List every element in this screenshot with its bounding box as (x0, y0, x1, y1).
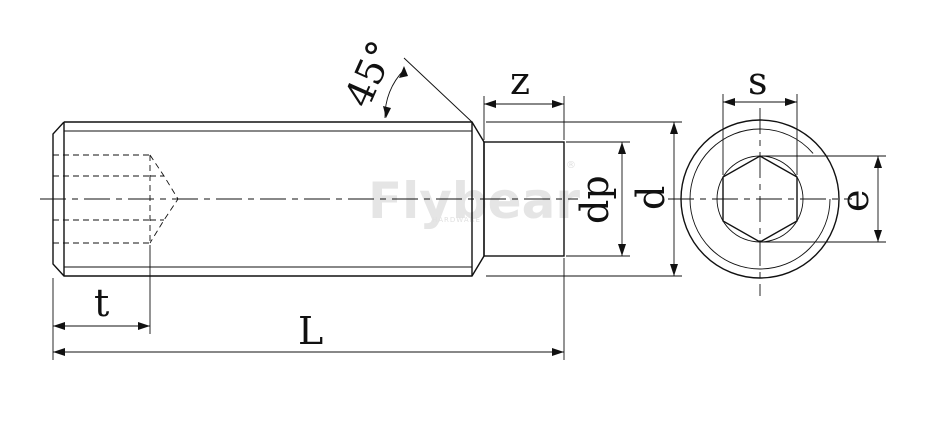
angle-annotation: 45° (336, 34, 473, 123)
d-label: d (629, 186, 673, 210)
end-view (668, 108, 852, 296)
hex-socket-hidden (53, 154, 179, 244)
dim-t: t (52, 245, 151, 360)
dim-z: z (483, 59, 565, 140)
dp-label: dp (573, 175, 617, 224)
dim-dp: dp (566, 141, 630, 257)
z-label: z (510, 59, 530, 103)
t-label: t (94, 281, 109, 325)
watermark-sub: HARDWARE (432, 216, 481, 224)
dim-d: d (486, 121, 682, 277)
angle-label: 45° (336, 34, 404, 113)
watermark-brand: Flybear (368, 172, 580, 230)
dim-L: L (53, 258, 565, 360)
watermark-registered: ® (566, 160, 577, 171)
dim-e: e (762, 155, 886, 243)
e-label: e (833, 190, 877, 213)
s-label: s (748, 59, 768, 103)
L-label: L (298, 309, 323, 353)
dim-s: s (722, 59, 798, 175)
watermark: Flybear HARDWARE ® (368, 160, 580, 230)
